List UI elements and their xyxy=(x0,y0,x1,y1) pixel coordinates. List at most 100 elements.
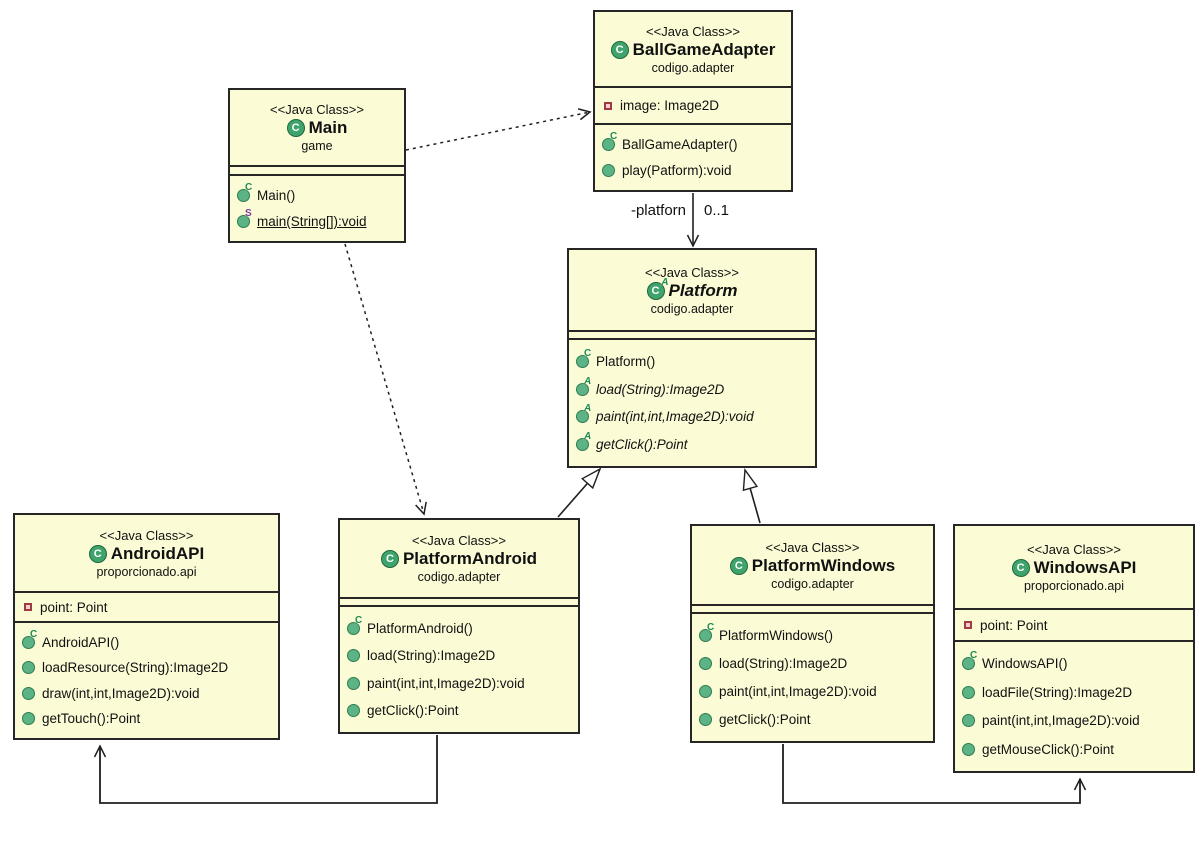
static-method-icon: S xyxy=(237,208,252,228)
edge-main-to-ballgameadapter-dependency xyxy=(405,108,592,151)
method-signature: paint(int,int,Image2D):void xyxy=(596,409,754,425)
public-method-icon xyxy=(347,704,360,718)
class-node-platformwindows[interactable]: <<Java Class>> C PlatformWindows codigo.… xyxy=(690,524,935,743)
method-signature: getTouch():Point xyxy=(42,711,141,727)
class-node-main[interactable]: <<Java Class>> C Main game C Main() S ma… xyxy=(228,88,406,243)
method-row: play(Patform):void xyxy=(599,163,787,178)
abstract-method-icon: A xyxy=(576,403,591,424)
class-name: AndroidAPI xyxy=(110,543,205,563)
fields-compartment: point: Point xyxy=(15,591,278,621)
stereotype-label: <<Java Class>> xyxy=(646,23,740,39)
method-row: load(String):Image2D xyxy=(696,656,929,671)
method-row: loadFile(String):Image2D xyxy=(959,685,1189,700)
stereotype-label: <<Java Class>> xyxy=(765,539,860,555)
private-field-icon xyxy=(604,101,612,110)
package-name: game xyxy=(301,139,333,153)
stereotype-label: <<Java Class>> xyxy=(270,102,364,117)
method-signature: paint(int,int,Image2D):void xyxy=(719,684,877,699)
method-row: C Main() xyxy=(234,182,400,203)
method-row: C BallGameAdapter() xyxy=(599,131,787,152)
public-method-icon xyxy=(602,164,615,177)
field-row: point: Point xyxy=(19,600,274,615)
package-name: codigo.adapter xyxy=(650,301,734,316)
constructor-method-icon: C xyxy=(962,650,977,671)
method-row: C WindowsAPI() xyxy=(959,650,1189,671)
fields-compartment: image: Image2D xyxy=(595,86,791,123)
public-method-icon xyxy=(22,712,35,726)
stereotype-label: <<Java Class>> xyxy=(412,533,506,548)
association-multiplicity-label: 0..1 xyxy=(704,202,730,219)
public-method-icon xyxy=(347,676,360,690)
method-signature: PlatformAndroid() xyxy=(367,620,473,636)
method-row: C PlatformWindows() xyxy=(696,622,929,643)
class-name: Main xyxy=(308,118,348,137)
constructor-method-icon: C xyxy=(22,629,37,649)
abstract-method-icon: A xyxy=(576,431,591,452)
private-field-icon xyxy=(24,603,32,611)
method-signature: getMouseClick():Point xyxy=(982,741,1115,757)
method-row: getClick():Point xyxy=(344,703,574,718)
stereotype-label: <<Java Class>> xyxy=(1027,541,1121,557)
class-name: BallGameAdapter xyxy=(632,39,776,59)
class-node-androidapi[interactable]: <<Java Class>> C AndroidAPI proporcionad… xyxy=(13,513,280,740)
constructor-method-icon: C xyxy=(576,348,591,368)
class-header: <<Java Class>> C PlatformWindows codigo.… xyxy=(692,526,933,604)
fields-compartment xyxy=(569,330,815,338)
class-name: WindowsAPI xyxy=(1033,557,1137,577)
class-header: <<Java Class>> C AndroidAPI proporcionad… xyxy=(15,515,278,591)
abstract-method-icon: A xyxy=(576,376,591,396)
constructor-method-icon: C xyxy=(237,182,252,202)
method-row: draw(int,int,Image2D):void xyxy=(19,686,274,701)
class-header: <<Java Class>> C WindowsAPI proporcionad… xyxy=(955,526,1193,608)
method-signature: BallGameAdapter() xyxy=(622,137,738,152)
class-node-windowsapi[interactable]: <<Java Class>> C WindowsAPI proporcionad… xyxy=(953,524,1195,773)
class-name: Platform xyxy=(668,280,738,300)
methods-compartment: C PlatformAndroid() load(String):Image2D… xyxy=(340,605,578,732)
method-signature: paint(int,int,Image2D):void xyxy=(367,675,525,691)
java-class-icon: C xyxy=(380,550,399,568)
class-node-ballgameadapter[interactable]: <<Java Class>> C BallGameAdapter codigo.… xyxy=(593,10,793,192)
class-node-platformandroid[interactable]: <<Java Class>> C PlatformAndroid codigo.… xyxy=(338,518,580,734)
method-row: S main(String[]):void xyxy=(234,208,400,229)
methods-compartment: C AndroidAPI() loadResource(String):Imag… xyxy=(15,621,278,738)
class-header: <<Java Class>> C Main game xyxy=(230,90,404,165)
package-name: codigo.adapter xyxy=(651,60,735,75)
method-signature: loadFile(String):Image2D xyxy=(982,684,1133,700)
stereotype-label: <<Java Class>> xyxy=(99,527,194,543)
java-class-icon: C xyxy=(286,119,305,137)
constructor-method-icon: C xyxy=(699,622,714,642)
methods-compartment: C BallGameAdapter() play(Patform):void xyxy=(595,123,791,190)
method-signature: load(String):Image2D xyxy=(367,648,496,664)
class-header: <<Java Class>> C BallGameAdapter codigo.… xyxy=(595,12,791,86)
method-row: A getClick():Point xyxy=(573,431,811,452)
public-method-icon xyxy=(962,714,975,728)
method-signature: load(String):Image2D xyxy=(719,656,848,671)
method-signature: AndroidAPI() xyxy=(42,634,120,650)
fields-compartment: point: Point xyxy=(955,608,1193,640)
method-row: C PlatformAndroid() xyxy=(344,615,574,636)
public-method-icon xyxy=(699,685,712,698)
method-signature: Main() xyxy=(257,188,296,203)
methods-compartment: C Platform() A load(String):Image2D A pa… xyxy=(569,338,815,466)
class-name: PlatformWindows xyxy=(751,555,896,575)
method-signature: PlatformWindows() xyxy=(719,628,834,643)
stereotype-label: <<Java Class>> xyxy=(645,264,739,280)
edge-platformandroid-to-androidapi-association xyxy=(93,735,438,804)
java-class-icon: C xyxy=(729,556,748,575)
class-name: PlatformAndroid xyxy=(402,549,538,568)
constructor-method-icon: C xyxy=(347,615,362,635)
fields-compartment xyxy=(692,604,933,612)
public-method-icon xyxy=(699,713,712,726)
public-method-icon xyxy=(22,686,35,700)
method-row: loadResource(String):Image2D xyxy=(19,660,274,675)
method-row: paint(int,int,Image2D):void xyxy=(696,684,929,699)
fields-compartment xyxy=(230,165,404,174)
methods-compartment: C Main() S main(String[]):void xyxy=(230,174,404,241)
method-row: A load(String):Image2D xyxy=(573,376,811,397)
method-signature: draw(int,int,Image2D):void xyxy=(42,685,200,701)
